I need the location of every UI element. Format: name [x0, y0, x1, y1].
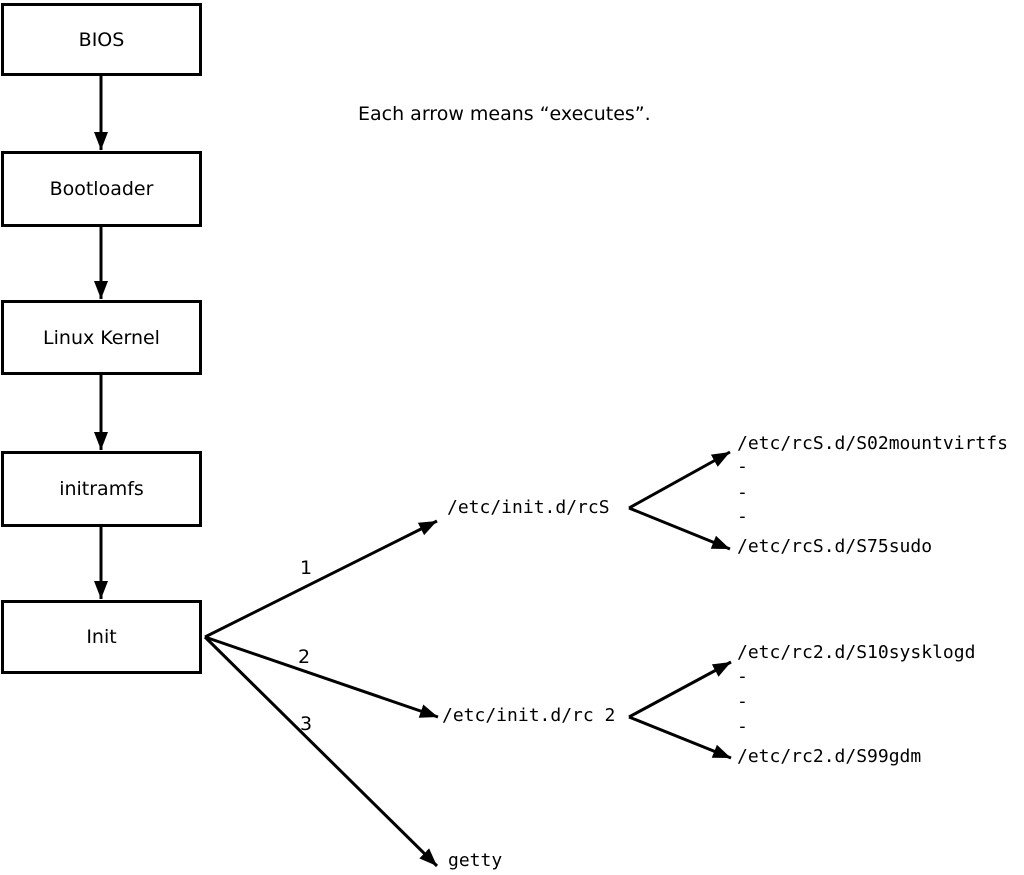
box-bios-label: BIOS: [78, 28, 125, 51]
rcs-script-line: -: [737, 456, 748, 477]
box-init: Init: [1, 600, 202, 674]
legend-caption: Each arrow means “executes”.: [358, 103, 651, 125]
box-initramfs: initramfs: [1, 451, 202, 527]
box-bios: BIOS: [1, 3, 202, 76]
arrow-rc2-to-first-script: [628, 660, 732, 719]
box-initramfs-label: initramfs: [59, 478, 144, 500]
rc2-script-line: /etc/rc2.d/S99gdm: [737, 746, 922, 767]
branch-1-number: 1: [300, 557, 313, 579]
box-bootloader: Bootloader: [1, 151, 202, 227]
arrow-init-to-rc2: [204, 635, 439, 719]
box-linux-kernel: Linux Kernel: [1, 300, 202, 375]
rc2-script-line: -: [737, 716, 748, 737]
rc2-script-line: -: [737, 666, 748, 687]
rcs-script-line: /etc/rcS.d/S75sudo: [737, 536, 933, 557]
arrow-init-to-rcs: [204, 519, 438, 639]
rcs-script-line: -: [737, 482, 748, 503]
arrow-rcs-to-last-script: [628, 506, 731, 551]
rc2-script-line: /etc/rc2.d/S10sysklogd: [737, 642, 976, 663]
rcs-script-line: /etc/rcS.d/S02mountvirtfs: [737, 433, 1008, 454]
arrow-init-to-getty: [203, 635, 439, 868]
box-bootloader-label: Bootloader: [49, 178, 154, 200]
arrow-rcs-to-first-script: [628, 450, 731, 510]
branch-2-number: 2: [298, 646, 311, 668]
target-etc-init-d-rc2: /etc/init.d/rc 2: [442, 705, 616, 726]
target-etc-init-d-rcs: /etc/init.d/rcS: [447, 497, 610, 518]
rcs-script-line: -: [737, 506, 748, 527]
arrow-rc2-to-last-script: [628, 715, 732, 760]
box-init-label: Init: [86, 626, 117, 648]
branch-3-number: 3: [300, 713, 313, 735]
target-getty: getty: [448, 850, 503, 871]
rc2-script-line: -: [737, 691, 748, 712]
box-linux-kernel-label: Linux Kernel: [43, 326, 160, 349]
